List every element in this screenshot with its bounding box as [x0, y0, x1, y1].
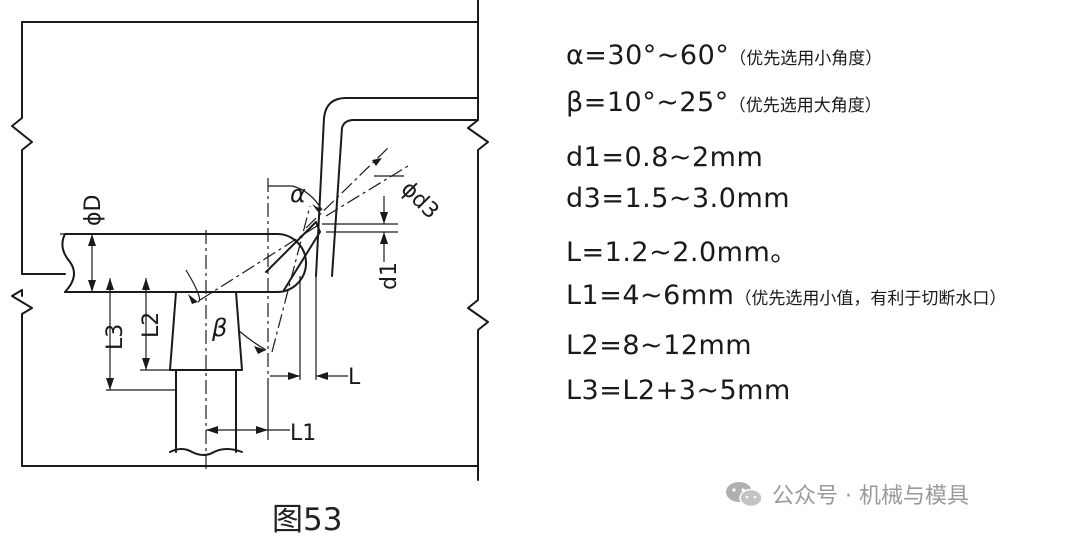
spec-l3: L3=L2+3~5mm: [566, 375, 791, 406]
gate-tunnel: [265, 221, 321, 291]
label-l: L: [348, 365, 361, 390]
spec-d3: d3=1.5~3.0mm: [566, 183, 791, 214]
runner: [61, 233, 307, 293]
part-boundary: [315, 97, 479, 277]
label-alpha: α: [290, 180, 306, 208]
mold-outline: [11, 0, 489, 481]
watermark-text: 公众号 · 机械与模具: [772, 484, 969, 509]
label-phid3: ϕd3: [396, 177, 444, 225]
label-l3: L3: [103, 324, 128, 350]
spec-l1: L1=4~6mm（优先选用小值，有利于切断水口）: [566, 280, 1007, 311]
spec-alpha: α=30°~60°（优先选用小角度）: [566, 40, 883, 71]
label-l1: L1: [290, 421, 316, 446]
spec-d1: d1=0.8~2mm: [566, 142, 764, 173]
watermark: 公众号 · 机械与模具: [724, 478, 969, 510]
label-beta: β: [211, 314, 227, 342]
label-l2: L2: [139, 312, 164, 338]
wechat-icon: [726, 482, 763, 508]
spec-l2: L2=8~12mm: [566, 330, 753, 361]
label-d1: d1: [377, 262, 402, 290]
label-phid: ϕD: [81, 195, 106, 226]
spec-beta: β=10°~25°（优先选用大角度）: [566, 87, 882, 118]
figure-caption: 图53: [272, 502, 343, 538]
spec-l: L=1.2~2.0mm。: [566, 237, 798, 268]
